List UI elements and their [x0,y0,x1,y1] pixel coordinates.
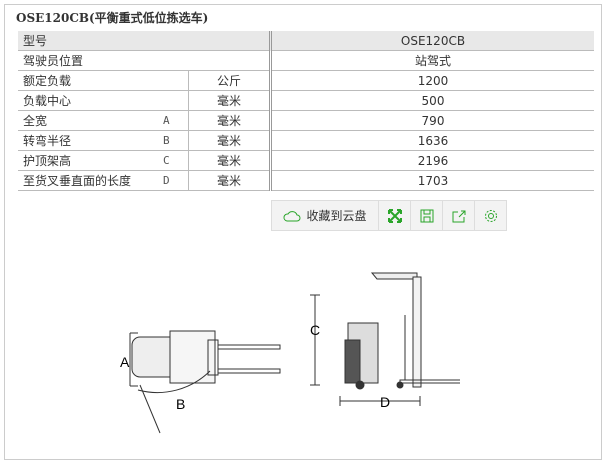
dimension-label-a: A [120,354,130,370]
row-value: 790 [269,110,594,131]
content-frame [4,4,602,460]
row-label: 驾驶员位置 [18,50,271,71]
row-letter: B [158,130,189,151]
row-value: 500 [269,90,594,111]
share-icon [452,210,465,222]
row-value: 1703 [269,170,594,191]
cloud-icon [283,210,301,221]
table-header-row: 型号 OSE120CB [18,31,594,51]
row-label: 额定负载 [18,70,158,91]
truck-dimension-diagram: A B C D [120,272,460,434]
row-letter [158,70,189,91]
row-value: 站驾式 [269,50,594,71]
row-unit: 毫米 [188,170,271,191]
save-to-cloud-label: 收藏到云盘 [306,209,367,223]
row-value: 1636 [269,130,594,151]
row-unit: 毫米 [188,130,271,151]
model-label: 型号 [18,31,271,51]
row-label: 负载中心 [18,90,158,111]
row-unit: 毫米 [188,150,271,171]
row-value: 1200 [269,70,594,91]
save-to-cloud-button[interactable]: 收藏到云盘 [272,201,379,230]
dimension-label-b: B [176,396,185,412]
row-label: 至货叉垂直面的长度 [18,170,158,191]
settings-button[interactable] [475,201,506,230]
row-label: 护顶架高 [18,150,158,171]
top-view-drawing [129,330,281,434]
row-unit: 毫米 [188,110,271,131]
expand-icon [387,208,402,223]
gear-icon [484,209,497,222]
dimension-label-c: C [310,322,320,338]
toolbar: 收藏到云盘 [271,200,507,231]
side-view-drawing [310,272,460,406]
row-letter: C [158,150,189,171]
row-label: 全宽 [18,110,158,131]
table-row: 驾驶员位置 站驾式 [18,50,594,71]
row-label: 转弯半径 [18,130,158,151]
row-letter [158,90,189,111]
row-value: 2196 [269,150,594,171]
share-button[interactable] [443,201,475,230]
dimension-label-d: D [380,394,390,410]
row-letter: D [158,170,189,191]
model-value: OSE120CB [269,31,594,51]
save-button[interactable] [411,201,443,230]
row-unit: 公斤 [188,70,271,91]
floppy-icon [420,209,433,222]
page-title: OSE120CB(平衡重式低位拣选车) [16,11,209,25]
fullscreen-button[interactable] [379,201,411,230]
row-unit: 毫米 [188,90,271,111]
row-letter: A [158,110,189,131]
